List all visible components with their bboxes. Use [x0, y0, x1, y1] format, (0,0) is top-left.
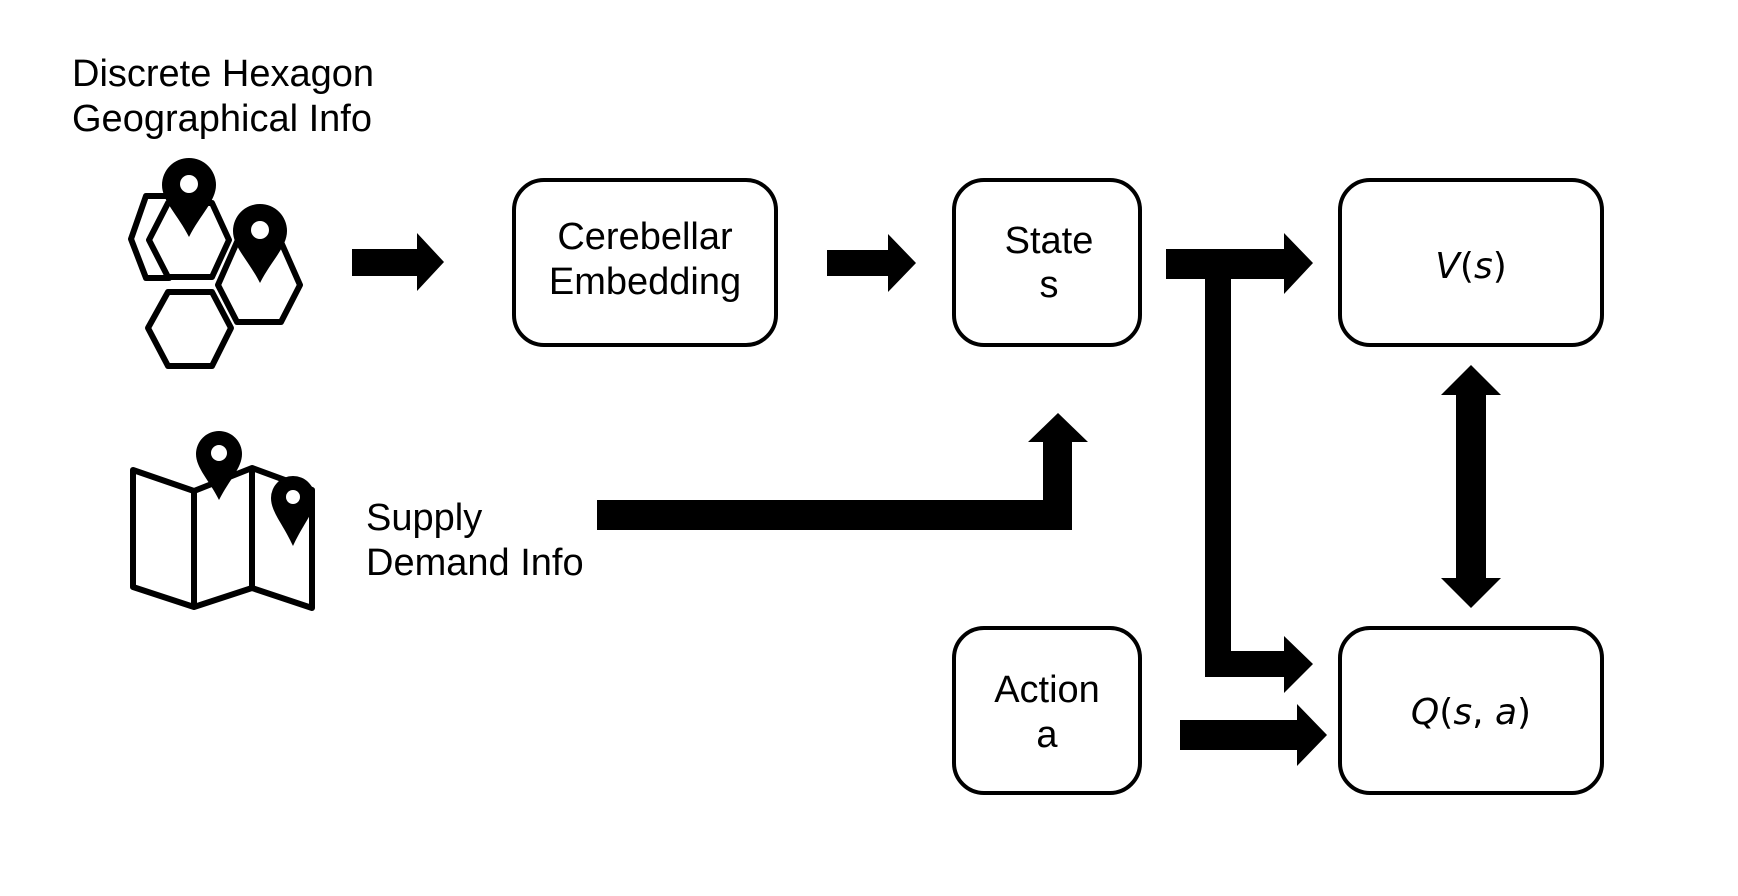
hexagon-info-label-line1: Discrete Hexagon	[72, 53, 374, 95]
cerebellar-embedding-label-line1: Cerebellar	[557, 216, 733, 258]
arrow-state-to-value	[1166, 233, 1313, 294]
arrow-embedding-to-state	[827, 234, 916, 292]
map-pin-icon	[233, 204, 287, 283]
arrow-supply-demand-to-state	[597, 413, 1088, 530]
map-pin-icon	[271, 476, 315, 546]
map-pin-icon	[196, 431, 242, 500]
state-label-line1: State	[1005, 220, 1094, 262]
q-function-label: Q(s, a)	[1411, 692, 1531, 733]
cerebellar-embedding-box	[512, 178, 778, 347]
folded-map-icon	[130, 431, 315, 611]
action-box	[952, 626, 1142, 795]
supply-demand-label-line1: Supply	[366, 497, 482, 539]
supply-demand-label-line2: Demand Info	[366, 542, 584, 584]
hexagon-info-label-line2: Geographical Info	[72, 98, 372, 140]
value-function-box	[1338, 178, 1604, 347]
state-label-line2: s	[1040, 264, 1059, 306]
q-function-box	[1338, 626, 1604, 795]
map-pin-icon	[162, 158, 216, 237]
action-label-line1: Action	[994, 669, 1100, 711]
arrow-state-to-q-branch	[1205, 279, 1313, 693]
cerebellar-embedding-label-line2: Embedding	[549, 261, 741, 303]
action-label-line2: a	[1036, 714, 1058, 756]
arrow-value-q-bidirectional	[1441, 365, 1501, 608]
state-box	[952, 178, 1142, 347]
hexagon-cluster-icon	[128, 158, 303, 369]
arrow-action-to-q	[1180, 704, 1327, 766]
arrow-hexagon-to-embedding	[352, 233, 444, 291]
value-function-label: V(s)	[1435, 246, 1507, 287]
